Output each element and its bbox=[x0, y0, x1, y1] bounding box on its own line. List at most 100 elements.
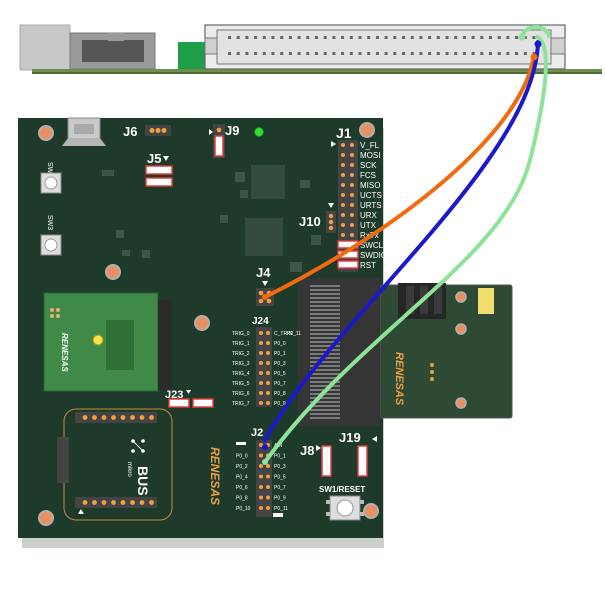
mikrobus-bottom-header bbox=[75, 497, 157, 508]
j2-right-label: P0_9 bbox=[274, 496, 286, 502]
host-board bbox=[19, 24, 602, 74]
j1-pin-label: UTX bbox=[360, 221, 377, 230]
j24-left-label: TRIG_3 bbox=[232, 361, 250, 367]
main-ic bbox=[251, 165, 285, 199]
mikrobus-logo: BUS mikro bbox=[126, 439, 151, 496]
j24-right-label: P0_3 bbox=[274, 361, 286, 367]
j2-left-label: P0_0 bbox=[236, 454, 248, 460]
j4-arrow bbox=[262, 281, 268, 286]
j2-pin-labels: P0_0P0_2P0_4P0_6P0_8P0_10AINP0_1P0_3P0_5… bbox=[236, 442, 288, 512]
j19-label: J19 bbox=[339, 430, 361, 445]
wire-green-loop bbox=[520, 25, 551, 38]
j9-arrow bbox=[209, 129, 213, 135]
mikrobus-arrow-bottom bbox=[78, 509, 84, 514]
j6-label: J6 bbox=[123, 124, 137, 139]
wire-orange bbox=[263, 54, 536, 299]
j1-pin-label: V_FL bbox=[360, 141, 380, 150]
sw2-label: SW2 bbox=[46, 162, 53, 177]
wire-green bbox=[263, 35, 548, 464]
sensor-brand: RENESAS bbox=[60, 333, 69, 372]
j24-pins bbox=[259, 331, 270, 405]
j1-pin-label: MOSI bbox=[360, 151, 380, 160]
j1-arrow bbox=[331, 141, 336, 147]
j1-pin-label: FCS bbox=[360, 171, 376, 180]
board-brand: RENESAS bbox=[208, 447, 222, 505]
j2-left-label: P0_8 bbox=[236, 496, 248, 502]
wire-ends bbox=[262, 33, 542, 465]
j2-left-label: P0_10 bbox=[236, 506, 251, 512]
j24-left-label: TRIG_6 bbox=[232, 391, 250, 397]
mikrobus-top-header bbox=[75, 412, 157, 423]
wires bbox=[263, 25, 551, 464]
j10-header bbox=[326, 211, 336, 233]
j2-pin1-marker bbox=[236, 442, 246, 445]
j19-arrow bbox=[372, 436, 377, 442]
j1-pin-label: SWCLK bbox=[360, 241, 389, 250]
sw3-label: SW3 bbox=[46, 215, 53, 230]
j24-right-label: P0_7 bbox=[274, 381, 286, 387]
j24-left-label: TRIG_1 bbox=[232, 341, 250, 347]
j1-pin-label: URX bbox=[360, 211, 378, 220]
module-brand: RENESAS bbox=[393, 352, 405, 406]
j24-right-label: C_TRIG bbox=[274, 331, 292, 337]
j1-label: J1 bbox=[336, 125, 352, 141]
j23-label: J23 bbox=[165, 389, 183, 401]
j5-label: J5 bbox=[147, 151, 161, 166]
usb-connector bbox=[62, 117, 106, 146]
j24-right-extra-label: P0_11 bbox=[287, 331, 301, 337]
j1-pin-label: URTS bbox=[360, 201, 382, 210]
j5-arrow bbox=[163, 156, 169, 161]
j24-right-label: P0_9 bbox=[274, 401, 286, 407]
j24-label: J24 bbox=[252, 316, 269, 327]
j10-label: J10 bbox=[299, 214, 321, 229]
j8-arrow bbox=[316, 445, 321, 451]
sw1-reset-button[interactable] bbox=[326, 495, 364, 521]
j23-jumpers bbox=[168, 398, 214, 408]
j24-pin-labels: TRIG_0TRIG_1TRIG_2TRIG_3TRIG_4TRIG_5TRIG… bbox=[232, 331, 301, 407]
j9-label: J9 bbox=[225, 123, 239, 138]
j2-left-label: P0_6 bbox=[236, 485, 248, 491]
j2-left-label: P0_4 bbox=[236, 475, 248, 481]
j1-pin-label: UCTS bbox=[360, 191, 382, 200]
j2-right-label: P0_5 bbox=[274, 475, 286, 481]
j24-right-label: P0_0 bbox=[274, 341, 286, 347]
power-led bbox=[254, 127, 264, 137]
j8-jumper bbox=[321, 445, 332, 477]
j24-left-label: TRIG_2 bbox=[232, 351, 250, 357]
sw3-button[interactable] bbox=[40, 234, 62, 256]
j2-label: J2 bbox=[251, 427, 263, 439]
j2-right-label: P0_1 bbox=[274, 454, 286, 460]
j10-arrow bbox=[328, 203, 334, 208]
mikrobus-side-header bbox=[57, 437, 69, 483]
j23-arrow bbox=[186, 390, 191, 394]
j2-right-label: P0_11 bbox=[274, 506, 288, 512]
j2-right-label: P0_3 bbox=[274, 464, 286, 470]
j2-marker bbox=[273, 513, 283, 517]
j8-label: J8 bbox=[300, 443, 314, 458]
j1-pin-label: MISO bbox=[360, 181, 380, 190]
j24-right-label: P0_8 bbox=[274, 391, 286, 397]
j19-jumper bbox=[357, 445, 368, 477]
j24-left-label: TRIG_0 bbox=[232, 331, 250, 337]
j2-right-label: P0_7 bbox=[274, 485, 286, 491]
j5-jumpers bbox=[145, 165, 173, 187]
ribbon-header-pins bbox=[228, 36, 536, 55]
j1-pin-label: SWDIO bbox=[360, 251, 387, 260]
j6-header bbox=[145, 125, 171, 136]
j24-right-label: P0_5 bbox=[274, 371, 286, 377]
sensor-board bbox=[43, 292, 172, 392]
mounting-holes bbox=[38, 122, 379, 526]
j2-left-label: P0_2 bbox=[236, 464, 248, 470]
j24-left-label: TRIG_5 bbox=[232, 381, 250, 387]
j24-left-label: TRIG_4 bbox=[232, 371, 250, 377]
sw2-button[interactable] bbox=[40, 172, 62, 194]
j24-header bbox=[256, 327, 272, 407]
j1-pin-label: SCK bbox=[360, 161, 377, 170]
j2-header bbox=[256, 440, 272, 517]
svg-text:BUS: BUS bbox=[135, 466, 151, 496]
j9-header bbox=[213, 124, 225, 158]
j4-label: J4 bbox=[256, 265, 271, 280]
wire-blue bbox=[263, 40, 540, 442]
svg-text:mikro: mikro bbox=[126, 462, 132, 477]
j1-pin-labels: V_FLMOSISCKFCSMISOUCTSURTSURXUTXRxTxSWCL… bbox=[360, 141, 389, 270]
